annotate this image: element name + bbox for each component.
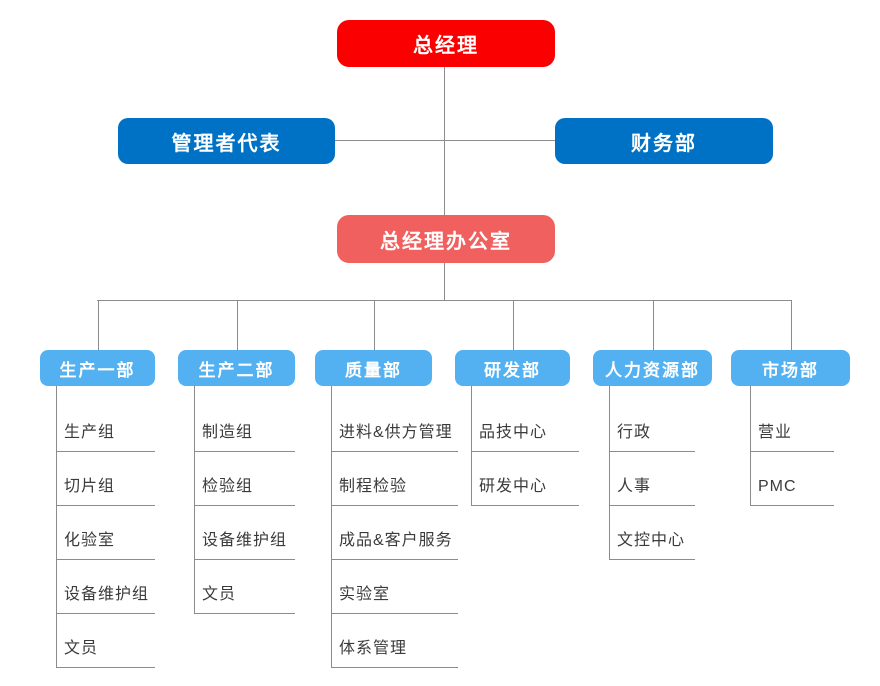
leaf-item: 营业 [751, 386, 834, 452]
leaf-item: 进料&供方管理 [332, 386, 458, 452]
leaf-item: 切片组 [57, 452, 155, 506]
leaf-item: 制程检验 [332, 452, 458, 506]
connector-office-to-bus [444, 263, 445, 300]
leaf-item: 品技中心 [472, 386, 579, 452]
connector-stub-0 [98, 300, 99, 350]
leaf-item: 制造组 [195, 386, 295, 452]
node-department-3: 研发部 [455, 350, 570, 386]
leaf-item: 检验组 [195, 452, 295, 506]
node-department-0: 生产一部 [40, 350, 155, 386]
leaf-list-0: 生产组切片组化验室设备维护组文员 [56, 386, 155, 668]
connector-departments-bus [97, 300, 791, 301]
leaf-item: 化验室 [57, 506, 155, 560]
connector-stub-4 [653, 300, 654, 350]
connector-root-to-office [444, 67, 445, 215]
connector-level2-horizontal [335, 140, 555, 141]
connector-stub-1 [237, 300, 238, 350]
leaf-item: 生产组 [57, 386, 155, 452]
node-management-representative: 管理者代表 [118, 118, 335, 164]
leaf-item: 研发中心 [472, 452, 579, 506]
leaf-item: 行政 [610, 386, 695, 452]
leaf-list-3: 品技中心研发中心 [471, 386, 579, 506]
leaf-item: 实验室 [332, 560, 458, 614]
leaf-item: 设备维护组 [195, 506, 295, 560]
leaf-item: 文员 [195, 560, 295, 614]
connector-stub-2 [374, 300, 375, 350]
leaf-item: PMC [751, 452, 834, 506]
node-department-2: 质量部 [315, 350, 432, 386]
connector-stub-3 [513, 300, 514, 350]
node-finance-department: 财务部 [555, 118, 773, 164]
leaf-item: 成品&客户服务 [332, 506, 458, 560]
leaf-list-4: 行政人事文控中心 [609, 386, 695, 560]
leaf-item: 人事 [610, 452, 695, 506]
connector-stub-5 [791, 300, 792, 350]
leaf-item: 文控中心 [610, 506, 695, 560]
node-general-manager: 总经理 [337, 20, 555, 67]
leaf-list-2: 进料&供方管理制程检验成品&客户服务实验室体系管理 [331, 386, 458, 668]
leaf-item: 文员 [57, 614, 155, 668]
node-department-4: 人力资源部 [593, 350, 712, 386]
node-gm-office: 总经理办公室 [337, 215, 555, 263]
leaf-list-1: 制造组检验组设备维护组文员 [194, 386, 295, 614]
node-department-5: 市场部 [731, 350, 850, 386]
node-department-1: 生产二部 [178, 350, 295, 386]
leaf-item: 设备维护组 [57, 560, 155, 614]
leaf-item: 体系管理 [332, 614, 458, 668]
